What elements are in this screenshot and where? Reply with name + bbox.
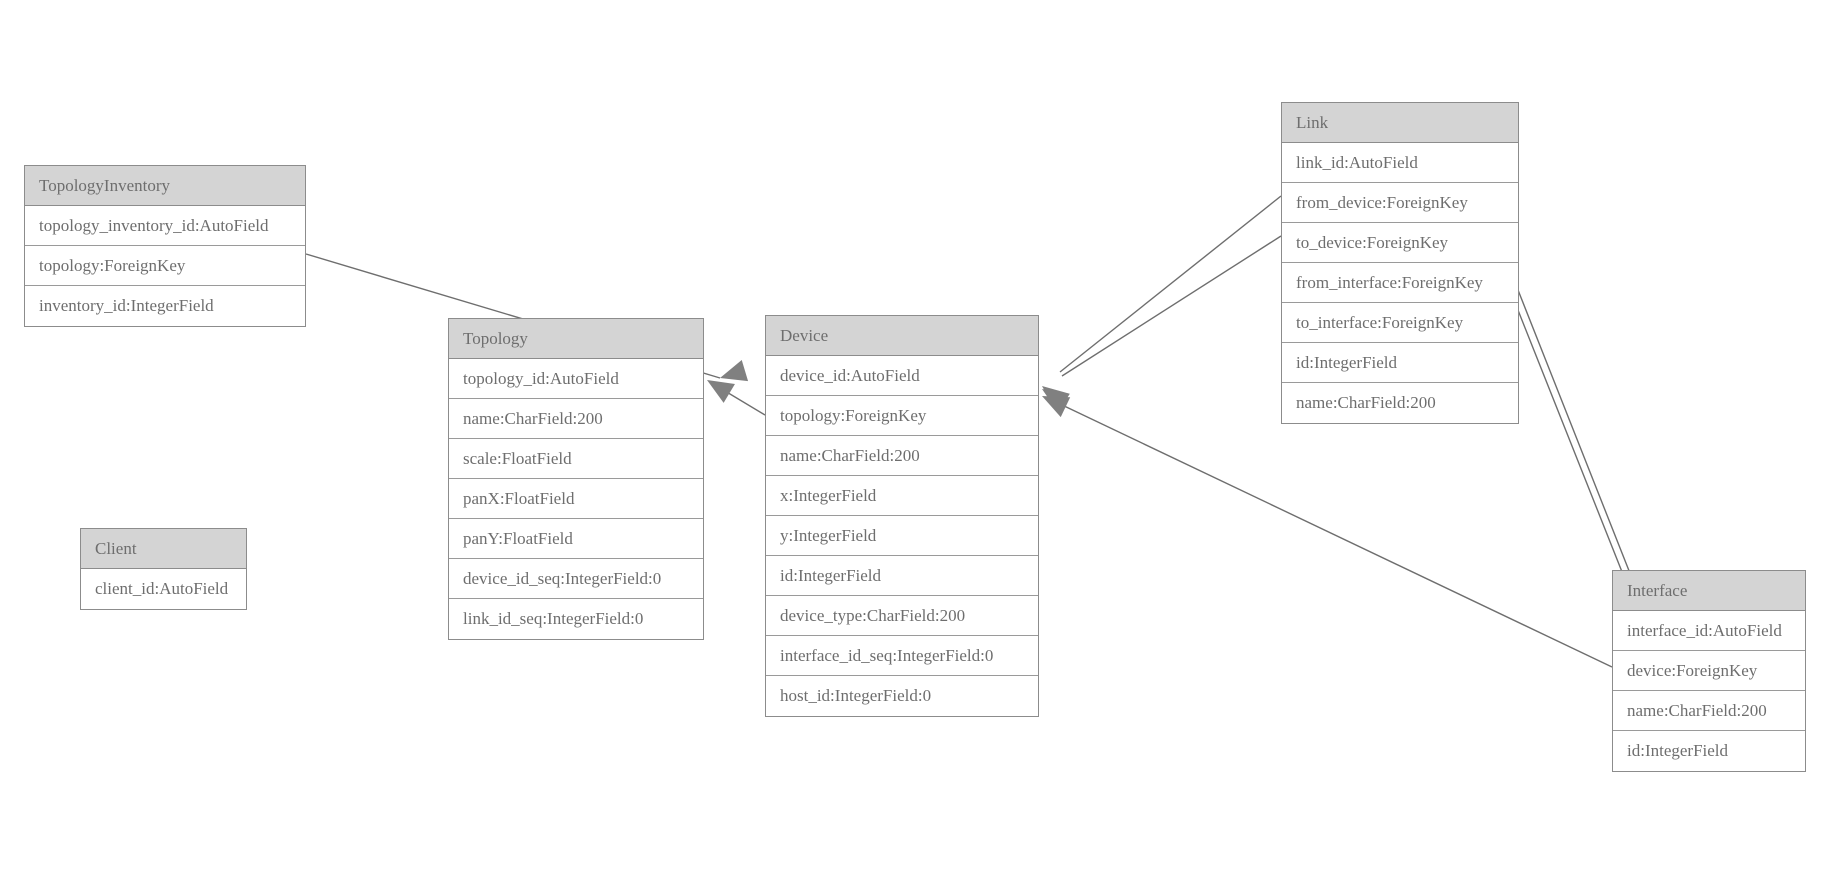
entity-field: name:CharField:200 [1613, 691, 1805, 731]
entity-field: device:ForeignKey [1613, 651, 1805, 691]
entity-title-topology: Topology [449, 319, 703, 359]
relationship-arrowhead [720, 359, 749, 382]
relationship-line [1517, 289, 1640, 597]
entity-title-link: Link [1282, 103, 1518, 143]
entity-field: to_device:ForeignKey [1282, 223, 1518, 263]
entity-field: topology_inventory_id:AutoField [25, 206, 305, 246]
entity-field: panY:FloatField [449, 519, 703, 559]
entity-field: name:CharField:200 [766, 436, 1038, 476]
entity-title-topologyinventory: TopologyInventory [25, 166, 305, 206]
relationship-line [1061, 235, 1282, 377]
entity-title-device: Device [766, 316, 1038, 356]
entity-field: from_interface:ForeignKey [1282, 263, 1518, 303]
entity-field: device_type:CharField:200 [766, 596, 1038, 636]
relationship-arrowhead [1042, 396, 1071, 418]
entity-field: name:CharField:200 [449, 399, 703, 439]
entity-field: id:IntegerField [1613, 731, 1805, 771]
entity-field: id:IntegerField [1282, 343, 1518, 383]
relationship-line [714, 384, 766, 416]
entity-field: interface_id_seq:IntegerField:0 [766, 636, 1038, 676]
entity-field: panX:FloatField [449, 479, 703, 519]
entity-title-client: Client [81, 529, 246, 569]
entity-field: client_id:AutoField [81, 569, 246, 609]
entity-field: interface_id:AutoField [1613, 611, 1805, 651]
entity-field: id:IntegerField [766, 556, 1038, 596]
relationship-arrowhead [1042, 386, 1070, 411]
entity-field: device_id_seq:IntegerField:0 [449, 559, 703, 599]
entity-field: host_id:IntegerField:0 [766, 676, 1038, 716]
relationship-line [1509, 289, 1633, 598]
entity-field: x:IntegerField [766, 476, 1038, 516]
entity-field: link_id_seq:IntegerField:0 [449, 599, 703, 639]
relationship-line [1059, 195, 1282, 373]
entity-field: to_interface:ForeignKey [1282, 303, 1518, 343]
entity-field: inventory_id:IntegerField [25, 286, 305, 326]
relationship-arrowhead [1042, 389, 1070, 413]
entity-field: link_id:AutoField [1282, 143, 1518, 183]
entity-field: device_id:AutoField [766, 356, 1038, 396]
entity-field: topology:ForeignKey [25, 246, 305, 286]
entity-field: y:IntegerField [766, 516, 1038, 556]
entity-field: topology:ForeignKey [766, 396, 1038, 436]
relationship-line [1059, 403, 1613, 668]
entity-field: name:CharField:200 [1282, 383, 1518, 423]
entity-field: from_device:ForeignKey [1282, 183, 1518, 223]
entity-field: topology_id:AutoField [449, 359, 703, 399]
field-list-client: client_id:AutoField [81, 569, 246, 609]
relationship-arrowhead [707, 380, 735, 403]
entity-title-interface: Interface [1613, 571, 1805, 611]
entity-field: scale:FloatField [449, 439, 703, 479]
